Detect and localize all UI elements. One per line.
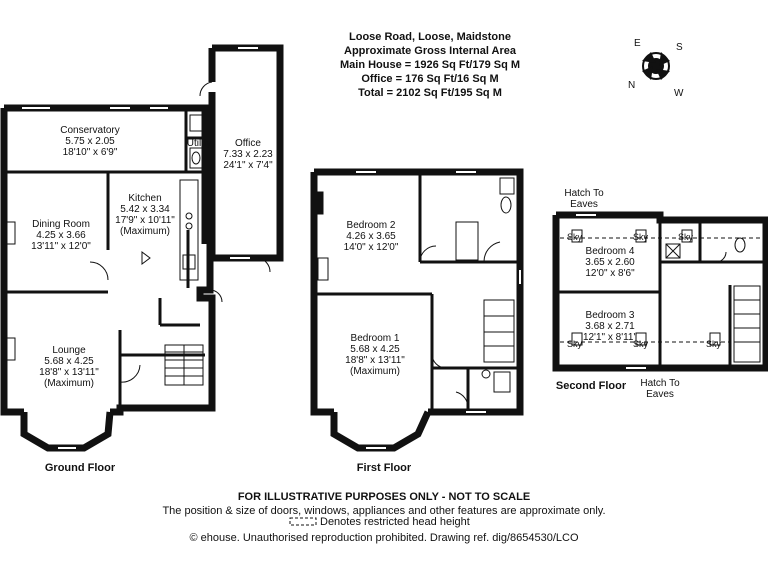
area-title: Approximate Gross Internal Area	[344, 45, 516, 57]
room-name: Bedroom 3	[585, 310, 635, 321]
room-metric: 3.65 x 2.60	[585, 257, 635, 268]
second-floor-label: Second Floor	[555, 380, 627, 392]
room-conservatory: Conservatory 5.75 x 2.05 18'10" x 6'9"	[40, 125, 140, 158]
hatch-to-eaves-bottom: Hatch To Eaves	[640, 378, 680, 400]
compass-west: W	[674, 88, 684, 99]
disclaimer-text: The position & size of doors, windows, a…	[162, 505, 606, 517]
room-name: Kitchen	[128, 193, 162, 204]
room-imperial: 14'0" x 12'0"	[343, 242, 399, 253]
room-lounge: Lounge 5.68 x 4.25 18'8" x 13'11" (Maxim…	[24, 345, 114, 389]
main-house-area: Main House = 1926 Sq Ft/179 Sq M	[339, 59, 521, 71]
room-imperial: 24'1" x 7'4"	[223, 160, 273, 171]
office-area: Office = 176 Sq Ft/16 Sq M	[361, 73, 499, 85]
room-note: (Maximum)	[44, 378, 94, 389]
property-address: Loose Road, Loose, Maidstone	[349, 31, 511, 43]
hatch-to-eaves-top: Hatch To Eaves	[564, 188, 604, 210]
total-area: Total = 2102 Sq Ft/195 Sq M	[358, 87, 502, 99]
room-name: Conservatory	[60, 125, 120, 136]
compass-south: S	[676, 42, 683, 53]
room-metric: 5.75 x 2.05	[65, 136, 115, 147]
room-bedroom2: Bedroom 2 4.26 x 3.65 14'0" x 12'0"	[326, 220, 416, 253]
room-name: Dining Room	[32, 219, 90, 230]
room-metric: 5.42 x 3.34	[120, 204, 170, 215]
compass-east: E	[634, 38, 641, 49]
room-name: Lounge	[52, 345, 86, 356]
ground-floor-label: Ground Floor	[44, 462, 116, 474]
room-imperial: 12'0" x 8'6"	[585, 268, 635, 279]
restricted-height-legend-icon	[289, 517, 317, 526]
sky-label: Sky	[633, 232, 649, 242]
room-bedroom1: Bedroom 1 5.68 x 4.25 18'8" x 13'11" (Ma…	[330, 333, 420, 377]
room-utility: Utility	[184, 138, 214, 149]
room-imperial: 13'11" x 12'0"	[31, 241, 91, 252]
first-floor-plan	[310, 168, 524, 452]
sky-label: Sky	[633, 339, 649, 349]
compass-north: N	[628, 80, 636, 91]
sky-label: Sky	[706, 339, 722, 349]
room-bedroom4: Bedroom 4 3.65 x 2.60 12'0" x 8'6"	[568, 246, 652, 279]
sky-label: Sky	[567, 339, 583, 349]
room-name: Bedroom 1	[350, 333, 400, 344]
room-note: (Maximum)	[350, 366, 400, 377]
room-dining: Dining Room 4.25 x 3.66 13'11" x 12'0"	[16, 219, 106, 252]
second-floor-plan	[552, 211, 768, 372]
room-name: Utility	[186, 138, 212, 149]
room-imperial: 18'8" x 13'11"	[345, 355, 405, 366]
room-metric: 7.33 x 2.23	[223, 149, 273, 160]
room-imperial: 18'10" x 6'9"	[62, 147, 118, 158]
room-imperial: 17'9" x 10'11"	[115, 215, 175, 226]
room-note: (Maximum)	[120, 226, 170, 237]
ground-floor-plan	[0, 44, 284, 452]
compass-icon	[642, 52, 670, 80]
first-floor-label: First Floor	[356, 462, 412, 474]
sky-label: Sky	[678, 232, 694, 242]
room-bedroom3: Bedroom 3 3.68 x 2.71 12'1" x 8'11"	[568, 310, 652, 343]
room-kitchen: Kitchen 5.42 x 3.34 17'9" x 10'11" (Maxi…	[112, 193, 178, 237]
room-name: Bedroom 4	[585, 246, 635, 257]
room-metric: 4.26 x 3.65	[346, 231, 396, 242]
copyright: © ehouse. Unauthorised reproduction proh…	[189, 532, 579, 544]
sky-label: Sky	[567, 232, 583, 242]
disclaimer-title: FOR ILLUSTRATIVE PURPOSES ONLY - NOT TO …	[237, 491, 531, 503]
room-metric: 3.68 x 2.71	[585, 321, 635, 332]
room-imperial: 18'8" x 13'11"	[39, 367, 99, 378]
room-name: Bedroom 2	[346, 220, 396, 231]
room-name: Office	[235, 138, 261, 149]
room-imperial: 12'1" x 8'11"	[582, 332, 638, 343]
restricted-height-legend: Denotes restricted head height	[320, 516, 470, 528]
room-metric: 5.68 x 4.25	[350, 344, 400, 355]
room-metric: 4.25 x 3.66	[36, 230, 86, 241]
room-metric: 5.68 x 4.25	[44, 356, 94, 367]
room-office: Office 7.33 x 2.23 24'1" x 7'4"	[218, 138, 278, 171]
